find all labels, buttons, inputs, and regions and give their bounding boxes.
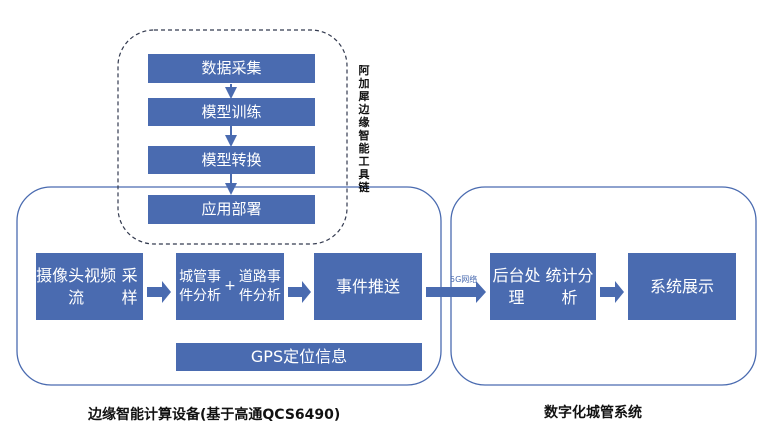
arrow-backend-to-display — [600, 281, 624, 303]
event-push-box: 事件推送 — [314, 253, 422, 320]
toolchain-label-char: 能 — [358, 142, 370, 155]
toolchain-label-char: 加 — [358, 77, 370, 90]
gps-info-box: GPS定位信息 — [176, 343, 422, 371]
backend-line-1: 后台处理 — [492, 265, 541, 307]
camera-sampling-line-2: 采样 — [121, 265, 138, 307]
arrow-capture-to-analysis — [147, 281, 171, 303]
step-model-conversion: 模型转换 — [148, 146, 315, 174]
toolchain-label-char: 边 — [358, 103, 370, 116]
backend-line-2: 统计分析 — [545, 265, 594, 307]
toolchain-label-char: 缘 — [358, 116, 370, 129]
toolchain-label-char: 链 — [358, 181, 370, 194]
step-data-collection: 数据采集 — [148, 54, 315, 83]
step-app-deployment: 应用部署 — [148, 195, 315, 224]
arrow-analysis-to-push — [288, 281, 311, 303]
step-model-training: 模型训练 — [148, 98, 315, 126]
analysis-line-2: + — [224, 278, 236, 295]
toolchain-label-char: 犀 — [358, 90, 370, 103]
toolchain-label-char: 工 — [358, 155, 370, 168]
camera-sampling-box: 摄像头视频流 采样 — [36, 253, 143, 320]
network-label: 5G网络 — [450, 275, 478, 284]
edge-device-label: 边缘智能计算设备(基于高通QCS6490) — [88, 407, 341, 423]
arrow-push-to-backend — [426, 281, 486, 303]
camera-sampling-line-1: 摄像头视频流 — [36, 265, 117, 307]
toolchain-label-char: 具 — [358, 168, 370, 181]
analysis-line-3: 道路事件分析 — [238, 269, 281, 304]
system-display-box: 系统展示 — [628, 253, 736, 320]
toolchain-label-char: 智 — [358, 129, 370, 142]
toolchain-region — [117, 29, 348, 245]
toolchain-label-char: 阿 — [358, 64, 370, 77]
analysis-line-1: 城管事件分析 — [179, 269, 222, 304]
event-analysis-box: 城管事件分析 + 道路事件分析 — [176, 253, 284, 320]
toolchain-label: 阿加犀边缘智能工具链 — [357, 64, 371, 194]
city-system-label: 数字化城管系统 — [544, 405, 642, 421]
city-system-region — [450, 186, 757, 386]
backend-analysis-box: 后台处理 统计分析 — [490, 253, 596, 320]
